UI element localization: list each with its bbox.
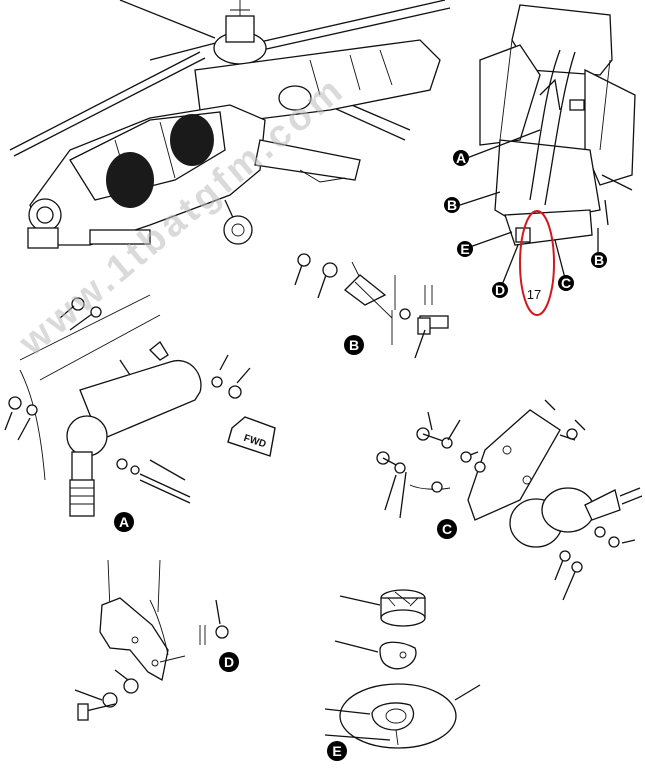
detail-label-c: C [437,519,457,539]
detail-d-illustration [74,559,229,721]
svg-text:E: E [332,743,341,759]
item-number-label: 17 [527,287,541,302]
detail-label-d: D [219,652,239,672]
svg-text:B: B [447,197,457,213]
seat-callout-B-right: B [591,252,607,268]
helicopter-illustration [9,0,451,249]
svg-text:B: B [594,252,604,268]
detail-label-b: B [344,335,364,355]
svg-text:C: C [561,275,571,291]
detail-label-a: A [114,512,134,532]
seat-callout-D: D [492,282,508,298]
svg-text:A: A [119,514,129,530]
seat-callout-B-left: B [444,197,460,213]
detail-b-illustration [294,253,449,359]
svg-text:D: D [224,654,234,670]
seat-callout-E: E [457,241,473,257]
detail-e-illustration [324,589,481,749]
svg-text:A: A [456,150,466,166]
forward-arrow: FWD [227,416,276,457]
detail-a-illustration [4,294,251,517]
seat-callout-A: A [453,150,469,166]
svg-text:E: E [460,241,469,257]
item-17-highlight [519,210,555,316]
svg-text:C: C [442,521,452,537]
seat-illustration [459,4,636,291]
svg-text:D: D [495,282,505,298]
detail-label-e: E [327,741,347,761]
svg-text:B: B [349,337,359,353]
detail-c-illustration [376,399,643,601]
seat-callout-C: C [558,275,574,291]
